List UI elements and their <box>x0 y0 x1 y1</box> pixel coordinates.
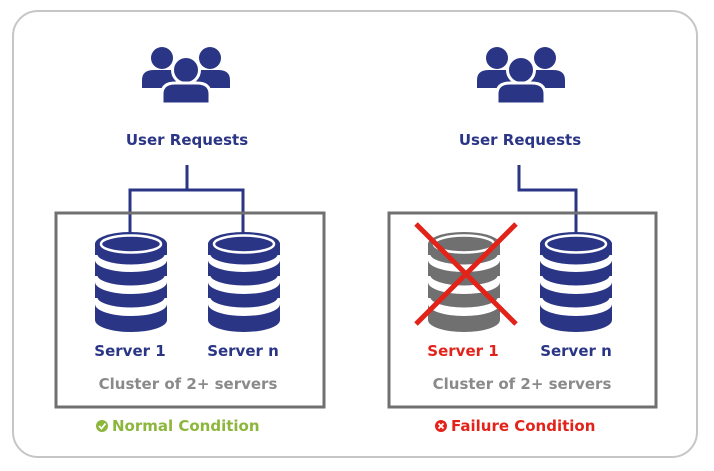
right-cluster-label: Cluster of 2+ servers <box>433 375 612 393</box>
right-request-connector <box>517 165 578 240</box>
normal-condition-label: Normal Condition <box>112 417 260 435</box>
left-cluster-label: Cluster of 2+ servers <box>99 375 278 393</box>
database-server-icon <box>540 232 612 332</box>
x-circle-icon-mark <box>437 422 445 430</box>
users-group-icon <box>475 45 567 106</box>
left-server-1-label: Server 1 <box>94 342 165 360</box>
right-requests-label: User Requests <box>459 131 581 149</box>
left-panel: User Requests Server 1 Server n Cluster … <box>54 45 326 435</box>
failure-condition-label: Failure Condition <box>451 417 595 435</box>
right-cluster-box <box>387 211 658 409</box>
left-request-connector <box>128 165 245 240</box>
right-panel: User Requests Server 1 Server n Cluster … <box>387 45 658 435</box>
right-server-1-label: Server 1 <box>427 342 498 360</box>
check-circle-icon-mark <box>98 422 107 430</box>
users-group-icon <box>140 45 232 106</box>
x-cross-icon <box>414 222 518 326</box>
database-server-icon <box>208 232 280 332</box>
right-server-n-label: Server n <box>540 342 612 360</box>
left-cluster-box <box>54 211 326 409</box>
database-server-icon <box>95 232 167 332</box>
outer-frame <box>12 10 698 458</box>
check-circle-icon <box>96 420 108 432</box>
left-server-n-label: Server n <box>207 342 279 360</box>
left-requests-label: User Requests <box>126 131 248 149</box>
